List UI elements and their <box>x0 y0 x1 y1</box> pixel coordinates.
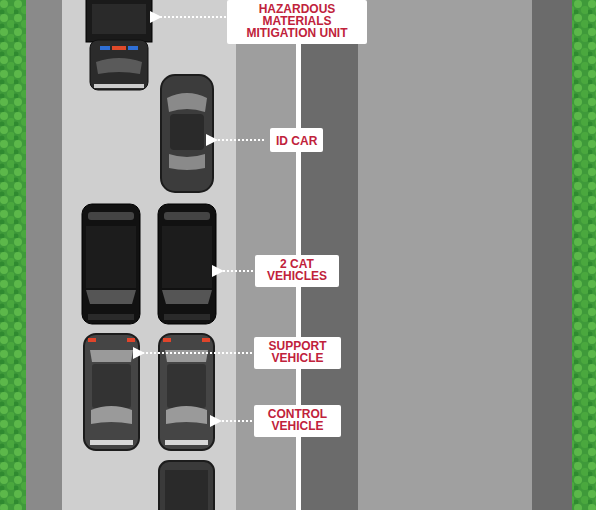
lane <box>62 0 236 510</box>
callout-box: ID CAR <box>270 128 323 152</box>
grille <box>164 314 210 320</box>
windshield <box>167 93 207 112</box>
leader-line <box>160 16 230 18</box>
light-bar <box>128 46 138 50</box>
windshield <box>91 406 132 424</box>
bumper <box>94 84 144 88</box>
id-car <box>161 75 213 192</box>
callout-label: ID CAR <box>276 135 317 147</box>
hood <box>86 290 136 304</box>
tail-light <box>127 338 135 342</box>
light-bar <box>100 46 110 50</box>
car-body <box>159 334 214 450</box>
light-bar <box>112 46 126 50</box>
rear-window <box>90 350 133 362</box>
tail-light <box>202 338 210 342</box>
lane <box>358 0 532 510</box>
callout-label: SUPPORT VEHICLE <box>260 340 335 364</box>
windshield <box>164 212 210 220</box>
leader-line <box>216 139 264 141</box>
cat-vehicle <box>82 204 140 324</box>
car-body <box>158 204 216 324</box>
windshield <box>88 212 134 220</box>
roof <box>167 364 206 408</box>
windshield <box>166 406 207 424</box>
tail-light <box>163 338 171 342</box>
truck-box <box>86 0 152 42</box>
control-vehicle <box>159 334 214 450</box>
support-vehicle <box>84 334 139 450</box>
shoulder <box>532 0 572 510</box>
callout-label: 2 CAT VEHICLES <box>261 258 333 282</box>
callout-box: SUPPORT VEHICLE <box>254 337 341 369</box>
car-body <box>84 334 139 450</box>
bumper <box>165 440 208 445</box>
cat-vehicle <box>158 204 216 324</box>
truck-cab <box>90 40 148 90</box>
bumper <box>90 440 133 445</box>
rear-window <box>165 350 208 362</box>
car-body <box>82 204 140 324</box>
hedge <box>572 0 596 510</box>
car-body <box>159 461 214 510</box>
truck-panel <box>92 4 146 34</box>
hood <box>162 290 212 304</box>
tail-light <box>88 338 96 342</box>
leader-line <box>143 352 256 354</box>
callout-box: CONTROL VEHICLE <box>254 405 341 437</box>
roof <box>92 364 131 408</box>
leader-line <box>220 420 256 422</box>
hazmat-truck <box>86 0 152 90</box>
hedge <box>0 0 26 510</box>
roof <box>162 226 212 288</box>
grille <box>88 314 134 320</box>
callout-label: HAZARDOUS MATERIALS MITIGATION UNIT <box>233 3 361 39</box>
rear-window <box>169 154 205 170</box>
roof <box>170 114 204 150</box>
shoulder <box>26 0 62 510</box>
windshield <box>96 58 142 74</box>
callout-box: 2 CAT VEHICLES <box>255 255 339 287</box>
roof <box>165 470 208 510</box>
callout-box: HAZARDOUS MATERIALS MITIGATION UNIT <box>227 0 367 44</box>
trailing-vehicle <box>159 461 214 510</box>
car-body <box>161 75 213 192</box>
leader-line <box>222 270 257 272</box>
callout-label: CONTROL VEHICLE <box>260 408 335 432</box>
roof <box>86 226 136 288</box>
